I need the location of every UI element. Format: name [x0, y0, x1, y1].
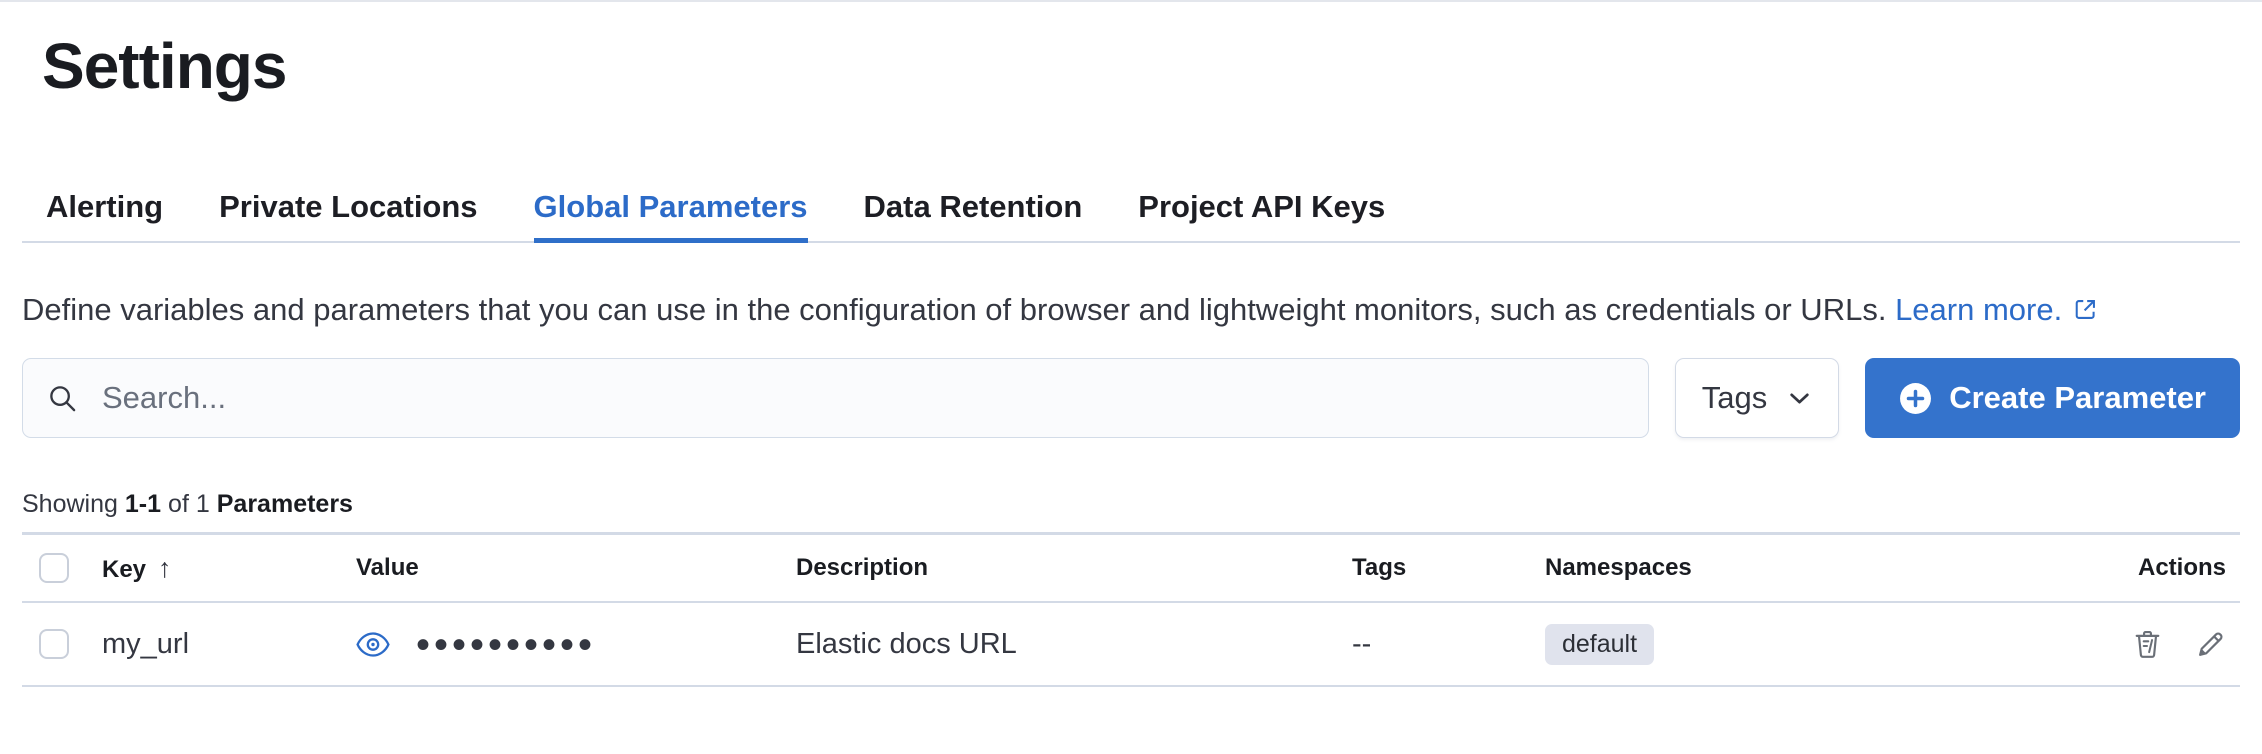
table-row: my_url •••••••••• Elastic docs URL -- de… — [22, 603, 2240, 687]
cell-description: Elastic docs URL — [796, 627, 1017, 660]
masked-value: •••••••••• — [416, 623, 597, 667]
header-namespaces: Namespaces — [1545, 554, 1692, 581]
tags-filter-button[interactable]: Tags — [1674, 358, 1840, 438]
cell-key: my_url — [102, 627, 190, 660]
namespace-badge: default — [1545, 623, 1655, 665]
summary-prefix: Showing — [22, 490, 118, 518]
external-link-icon — [2072, 295, 2099, 330]
description-text: Define variables and parameters that you… — [22, 292, 1887, 327]
header-checkbox-cell — [22, 553, 102, 583]
trash-icon — [2132, 630, 2163, 664]
summary-count: of 1 — [168, 490, 210, 518]
delete-parameter-button[interactable] — [2132, 628, 2163, 661]
header-key[interactable]: Key ↑ — [102, 553, 356, 584]
select-all-checkbox[interactable] — [39, 553, 69, 583]
tab-global-parameters[interactable]: Global Parameters — [533, 189, 808, 243]
top-divider — [0, 0, 2262, 2]
page-title: Settings — [42, 30, 287, 102]
edit-parameter-button[interactable] — [2195, 628, 2226, 661]
cell-actions — [2100, 628, 2240, 661]
row-checkbox-cell — [22, 629, 102, 659]
tab-private-locations[interactable]: Private Locations — [219, 189, 478, 224]
header-description: Description — [796, 554, 929, 581]
chevron-down-icon — [1787, 386, 1812, 411]
table-header-row: Key ↑ Value Description Tags Namespaces A… — [22, 535, 2240, 603]
header-actions: Actions — [2137, 554, 2226, 581]
row-checkbox[interactable] — [39, 629, 69, 659]
summary-subject: Parameters — [216, 490, 353, 518]
settings-tabs: Alerting Private Locations Global Parame… — [22, 189, 2240, 243]
search-icon — [47, 383, 102, 414]
pencil-icon — [2195, 632, 2226, 663]
summary-range: 1-1 — [124, 490, 162, 518]
eye-icon — [356, 631, 390, 661]
cell-namespaces: default — [1545, 623, 2100, 665]
header-value: Value — [356, 554, 419, 581]
header-key-label: Key — [102, 555, 147, 583]
tab-alerting[interactable]: Alerting — [46, 189, 164, 224]
create-parameter-button[interactable]: Create Parameter — [1865, 358, 2240, 438]
cell-value: •••••••••• — [356, 623, 796, 667]
tab-project-api-keys[interactable]: Project API Keys — [1138, 189, 1386, 224]
reveal-value-button[interactable] — [356, 631, 390, 658]
settings-page: Settings Alerting Private Locations Glob… — [0, 28, 2262, 687]
plus-in-circle-icon — [1899, 382, 1932, 415]
create-parameter-label: Create Parameter — [1949, 380, 2206, 415]
page-description: Define variables and parameters that you… — [22, 285, 2240, 338]
sort-ascending-icon: ↑ — [158, 552, 172, 583]
search-box — [22, 358, 1649, 438]
tags-button-label: Tags — [1701, 380, 1768, 415]
header-tags: Tags — [1352, 554, 1407, 581]
learn-more-label: Learn more. — [1895, 292, 2063, 327]
cell-tags: -- — [1352, 627, 1372, 660]
learn-more-link[interactable]: Learn more. — [1895, 292, 2099, 327]
parameters-table: Key ↑ Value Description Tags Namespaces A… — [22, 532, 2240, 687]
toolbar: Tags Create Parameter — [22, 358, 2240, 438]
search-input[interactable] — [102, 380, 1624, 416]
tab-data-retention[interactable]: Data Retention — [863, 189, 1083, 224]
